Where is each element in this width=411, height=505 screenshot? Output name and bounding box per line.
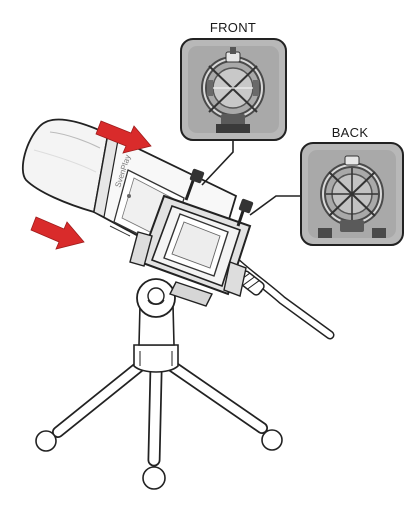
- back-label: BACK: [332, 125, 369, 140]
- shock-mount: [129, 168, 254, 307]
- back-view-inset: [300, 142, 404, 246]
- callout-line-front: [201, 139, 234, 186]
- microphone-grille: [21, 118, 110, 214]
- thumb-screw-top: [184, 168, 205, 201]
- front-view-inset: [180, 38, 287, 141]
- callout-line-back: [249, 195, 302, 216]
- arrow-right-icon: [95, 120, 152, 154]
- tripod-leg-front: [142, 365, 166, 490]
- front-label: FRONT: [210, 20, 256, 35]
- tripod-stand: [35, 278, 283, 490]
- usb-cable: [231, 257, 335, 340]
- indicator-led: [127, 194, 131, 198]
- tripod-leg-left: [35, 360, 146, 452]
- thumb-screw-right: [236, 198, 254, 227]
- tripod-leg-right: [166, 360, 283, 451]
- arrow-right-icon: [30, 216, 85, 250]
